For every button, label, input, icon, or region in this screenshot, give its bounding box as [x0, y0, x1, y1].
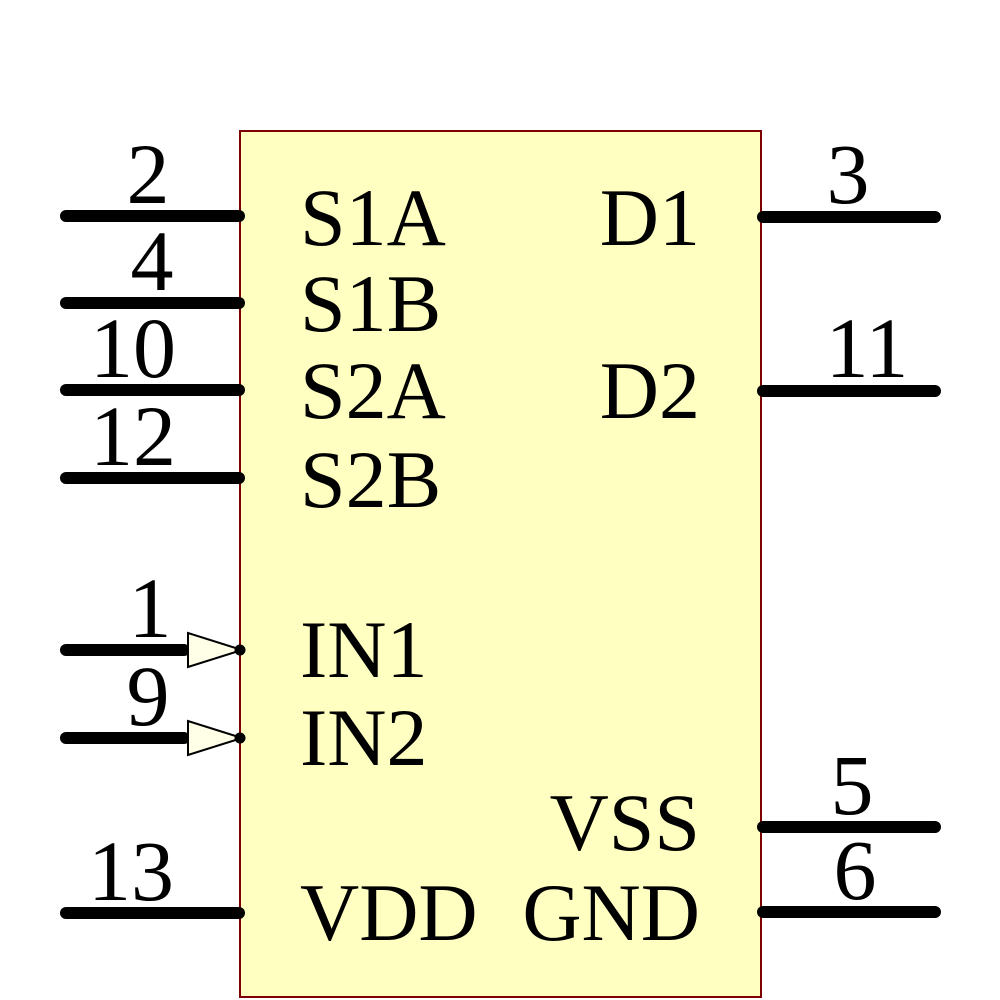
pin-number-9: 9	[126, 648, 170, 744]
pin-label-s2a: S2A	[300, 345, 446, 436]
pin-wire-11	[757, 385, 941, 397]
pin-label-in2: IN2	[300, 692, 428, 783]
pin-label-d2: D2	[599, 345, 700, 436]
ic-body	[239, 130, 762, 998]
pin-label-vdd: VDD	[300, 867, 478, 958]
pin-wire-1	[60, 644, 190, 656]
pin-wire-5	[757, 821, 941, 833]
pin-label-s1a: S1A	[300, 172, 446, 263]
pin-label-d1: D1	[599, 172, 700, 263]
pin-wire-3	[757, 211, 941, 223]
pin-wire-6	[757, 906, 941, 918]
pin-wire-2	[60, 210, 245, 222]
pin-label-vss: VSS	[549, 777, 700, 868]
pin-number-11: 11	[825, 300, 909, 396]
pin-wire-4	[60, 297, 245, 309]
pin-number-6: 6	[833, 822, 877, 918]
pin-label-gnd: GND	[522, 867, 700, 958]
pin-number-5: 5	[830, 737, 874, 833]
pin-wire-12	[60, 472, 245, 484]
pin-wire-13	[60, 907, 245, 919]
input-arrow-icon	[187, 631, 246, 669]
pin-label-in1: IN1	[300, 604, 428, 695]
pin-number-1: 1	[128, 560, 172, 656]
pin-number-3: 3	[826, 126, 870, 222]
pin-wire-10	[60, 384, 245, 396]
pin-wire-9	[60, 732, 190, 744]
input-arrow-icon	[187, 719, 246, 757]
pin-number-12: 12	[90, 388, 176, 484]
pin-number-10: 10	[90, 300, 176, 396]
pin-number-2: 2	[126, 126, 170, 222]
pin-label-s1b: S1B	[300, 258, 442, 349]
pin-label-s2b: S2B	[300, 434, 442, 525]
pin-number-13: 13	[88, 823, 174, 919]
pin-number-4: 4	[130, 213, 174, 309]
